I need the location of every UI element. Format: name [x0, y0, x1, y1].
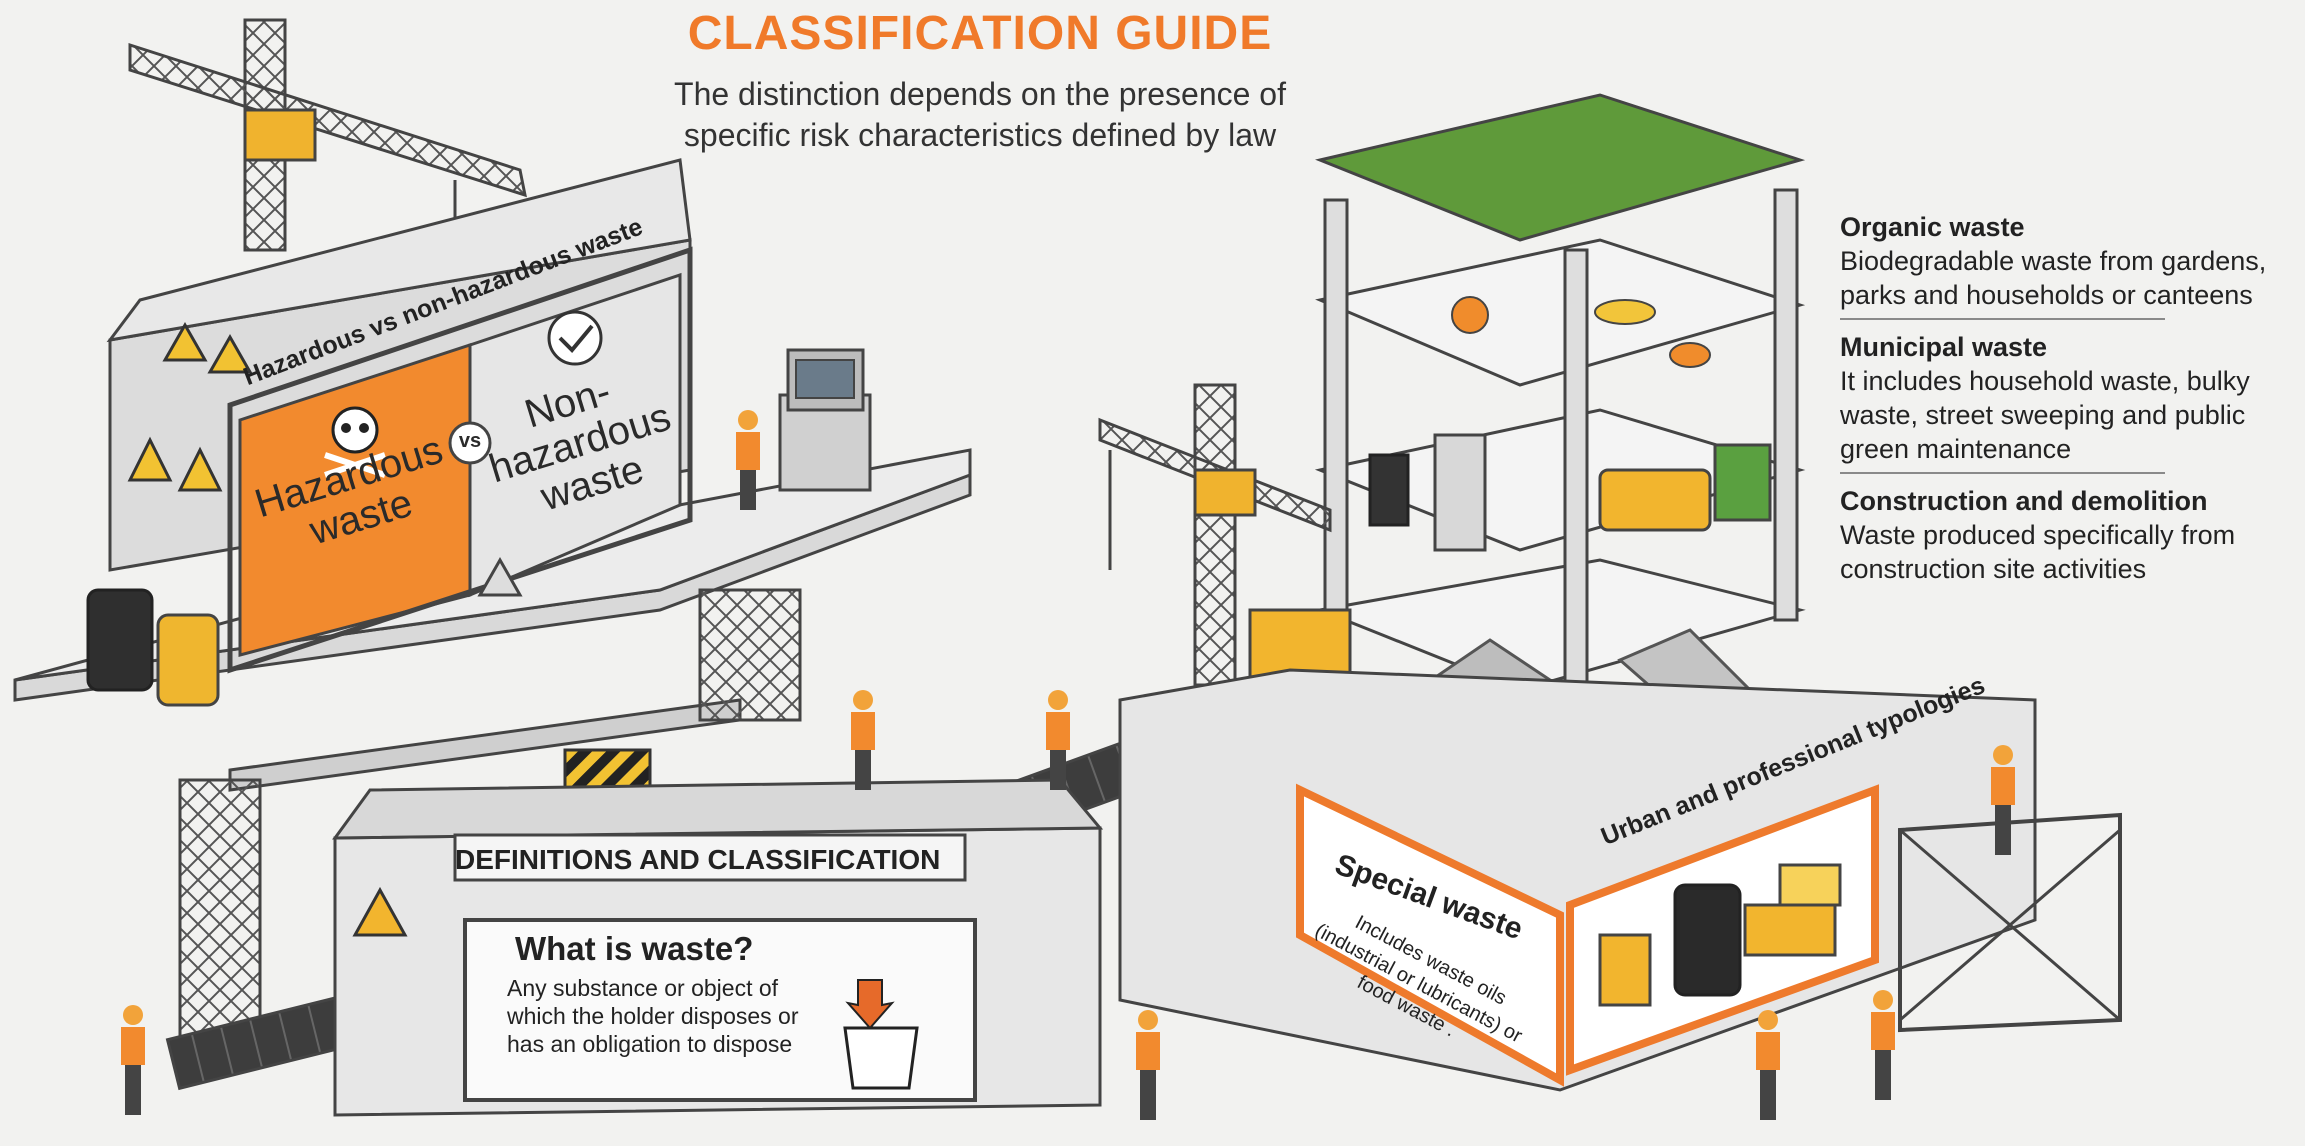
- radiation-sign-icon: [127, 436, 223, 492]
- vs-badge: [448, 421, 492, 465]
- category-title: Municipal waste: [1840, 332, 2048, 362]
- page-subtitle: The distinction depends on the presence …: [674, 76, 1286, 153]
- waste-definition-title: What is waste?: [515, 930, 754, 967]
- waste-definition-text: Any substance or object of which the hol…: [507, 975, 799, 1057]
- special-waste-base: [1118, 668, 2037, 1092]
- divider: [1840, 472, 2165, 474]
- scaffold-right: [1898, 812, 2122, 1033]
- check-icon: [547, 310, 603, 366]
- divider: [1840, 318, 2165, 320]
- category-title: Organic waste: [1840, 212, 2025, 242]
- page-title: CLASSIFICATION GUIDE: [687, 7, 1273, 60]
- category-description: Waste produced specifically from constru…: [1840, 520, 2236, 584]
- vs-label: vs: [458, 430, 482, 452]
- warning-sign-icon: [162, 321, 253, 374]
- crane-middle: [1098, 383, 1332, 687]
- billboard: [106, 158, 693, 674]
- category-municipal: Municipal waste It includes household wa…: [1840, 330, 2300, 466]
- definitions-banner: DEFINITIONS AND CLASSIFICATION: [455, 844, 941, 875]
- category-construction: Construction and demolition Waste produc…: [1840, 484, 2300, 586]
- category-list: Organic waste Biodegradable waste from g…: [1840, 210, 2300, 586]
- category-description: It includes household waste, bulky waste…: [1840, 366, 2250, 464]
- category-title: Construction and demolition: [1840, 486, 2208, 516]
- category-description: Biodegradable waste from gardens, parks …: [1840, 246, 2267, 310]
- left-tower-support: [178, 778, 262, 1042]
- category-organic: Organic waste Biodegradable waste from g…: [1840, 210, 2300, 312]
- crane-left: [128, 18, 527, 256]
- definitions-building: [332, 778, 1104, 1117]
- trash-bin-icon: [843, 979, 919, 1090]
- control-desk: [778, 348, 872, 492]
- mid-tower-support: [698, 588, 802, 722]
- worker-figures: [121, 410, 2015, 1120]
- skull-icon: [324, 406, 386, 478]
- hazard-barrels: [86, 588, 220, 707]
- main-tower: [1248, 93, 1806, 792]
